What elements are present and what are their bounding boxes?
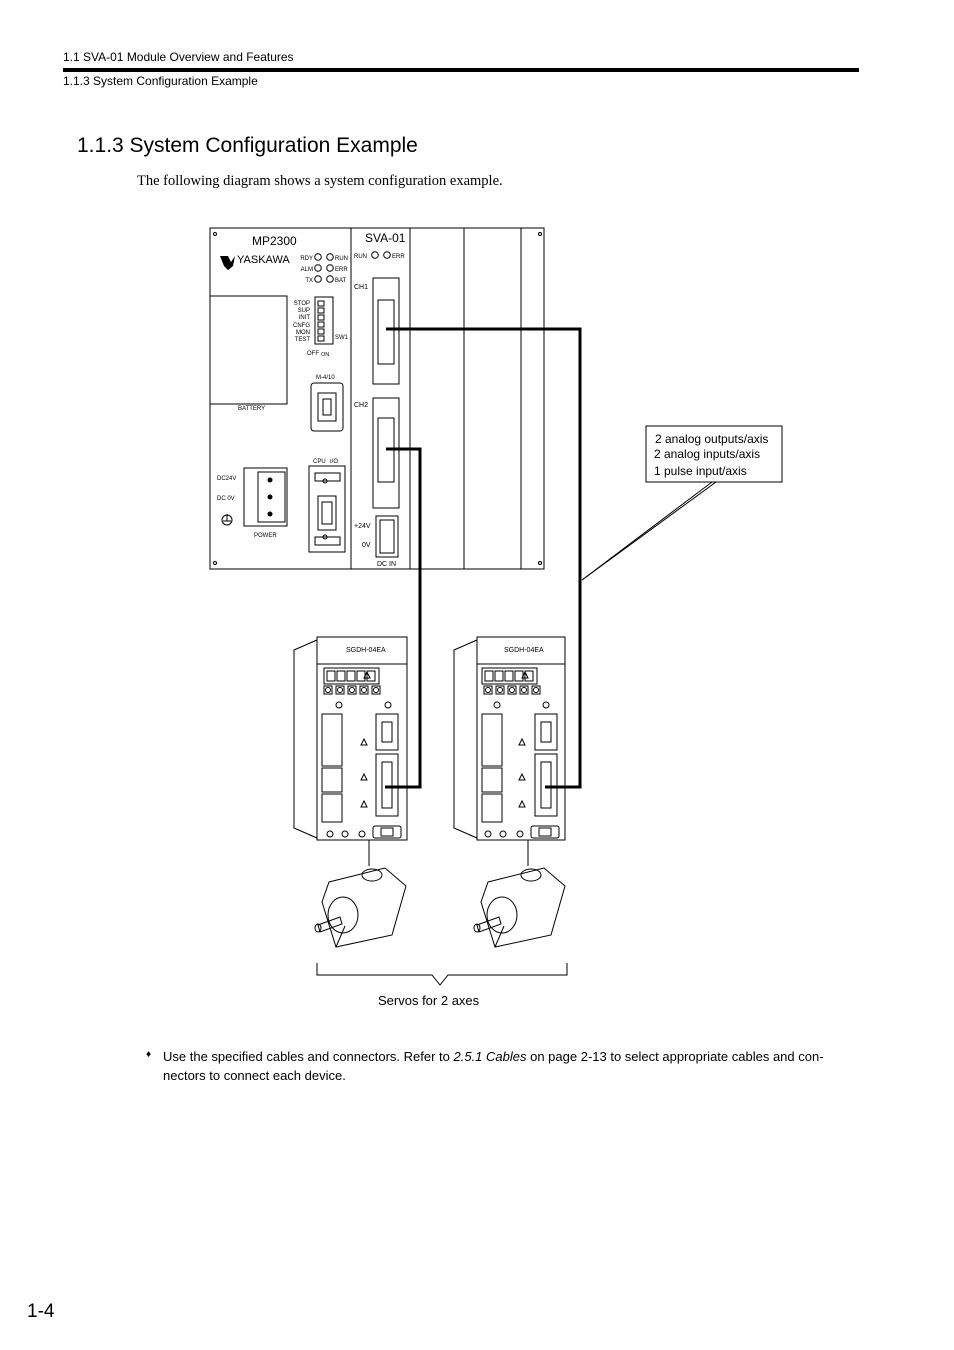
callout-box — [645, 425, 783, 483]
cable-ch1-to-amp2 — [386, 327, 582, 789]
switch-stop-label: STOP — [294, 301, 310, 307]
switch-cnfg-label: CNFG — [293, 323, 310, 329]
dip-switch-sw1[interactable] — [314, 296, 334, 345]
note-text-after: on page 2-13 to select appropriate cable… — [163, 1049, 824, 1083]
amp1-model-label: SGDH-04EA — [346, 647, 386, 654]
sva01-run-label: RUN — [354, 254, 367, 260]
sva01-err-label: ERR — [392, 254, 405, 260]
servo-amplifier-2 — [476, 636, 566, 841]
yaskawa-label: YASKAWA — [237, 254, 290, 266]
switch-sup-label: SUP — [298, 308, 310, 314]
note-cross-reference[interactable]: 2.5.1 Cables — [453, 1049, 527, 1064]
note-text-before: Use the specified cables and connectors.… — [163, 1049, 454, 1064]
switch-on-label: ON — [321, 352, 329, 358]
switch-off-label: OFF — [307, 351, 319, 357]
power-label: POWER — [254, 533, 277, 539]
sva01-ch1-connector[interactable] — [372, 277, 400, 385]
servo-amplifier-1 — [316, 636, 408, 841]
page-number: 1-4 — [27, 1301, 55, 1322]
m-port-connector[interactable] — [310, 382, 344, 432]
led-rdy-label: RDY — [300, 256, 313, 262]
servo-motor-1 — [314, 840, 407, 948]
servo-motor-2 — [473, 840, 566, 948]
header-rule — [63, 68, 859, 72]
switch-test-label: TEST — [295, 337, 311, 343]
power-connector[interactable] — [243, 467, 288, 527]
io-label: I/O — [330, 459, 338, 465]
callout-line-2: 2 analog inputs/axis — [654, 447, 760, 461]
amp2-model-label: SGDH-04EA — [504, 647, 544, 654]
cpu-label: CPU — [313, 459, 326, 465]
bullet-icon: ♦ — [146, 1049, 152, 1060]
switch-init-label: INIT — [299, 315, 311, 321]
sva01-ch2-connector[interactable] — [372, 397, 400, 509]
switch-sw1-label: SW1 — [335, 335, 349, 341]
ch1-label: CH1 — [354, 284, 368, 291]
m-port-label: M-4/10 — [316, 375, 335, 381]
running-header-section: 1.1 SVA-01 Module Overview and Features — [63, 50, 294, 64]
callout-line-1: 2 analog outputs/axis — [655, 432, 768, 446]
led-tx-label: TX — [305, 278, 313, 284]
mp2300-label: MP2300 — [252, 234, 297, 248]
sva01-label: SVA-01 — [365, 231, 406, 245]
battery-label: BATTERY — [238, 406, 265, 412]
callout-line-3: 1 pulse input/axis — [654, 464, 747, 478]
page-title: 1.1.3 System Configuration Example — [77, 134, 418, 157]
dc0v-label: DC 0V — [217, 496, 235, 502]
led-bat-label: BAT — [335, 278, 347, 284]
led-run-label: RUN — [335, 256, 348, 262]
cable-ch2-to-amp1 — [385, 447, 422, 789]
cpu-io-connector[interactable] — [308, 465, 346, 553]
sva01-dc-in-connector[interactable] — [375, 515, 399, 558]
ch2-label: CH2 — [354, 402, 368, 409]
switch-mon-label: MON — [296, 330, 310, 336]
led-alm-label: ALM — [301, 267, 313, 273]
servo-caption: Servos for 2 axes — [378, 993, 480, 1008]
led-err-label: ERR — [335, 267, 348, 273]
zero-v-label: 0V — [362, 542, 371, 549]
servo-brace — [316, 963, 568, 986]
plus24v-label: +24V — [354, 523, 371, 530]
yaskawa-logo-icon — [220, 256, 235, 270]
cable-note: Use the specified cables and connectors.… — [163, 1047, 863, 1085]
battery-compartment — [209, 295, 288, 405]
dc-in-label: DC IN — [377, 561, 396, 568]
running-header-subsection: 1.1.3 System Configuration Example — [63, 74, 258, 88]
intro-text: The following diagram shows a system con… — [137, 173, 503, 189]
dc24v-label: DC24V — [217, 476, 236, 482]
